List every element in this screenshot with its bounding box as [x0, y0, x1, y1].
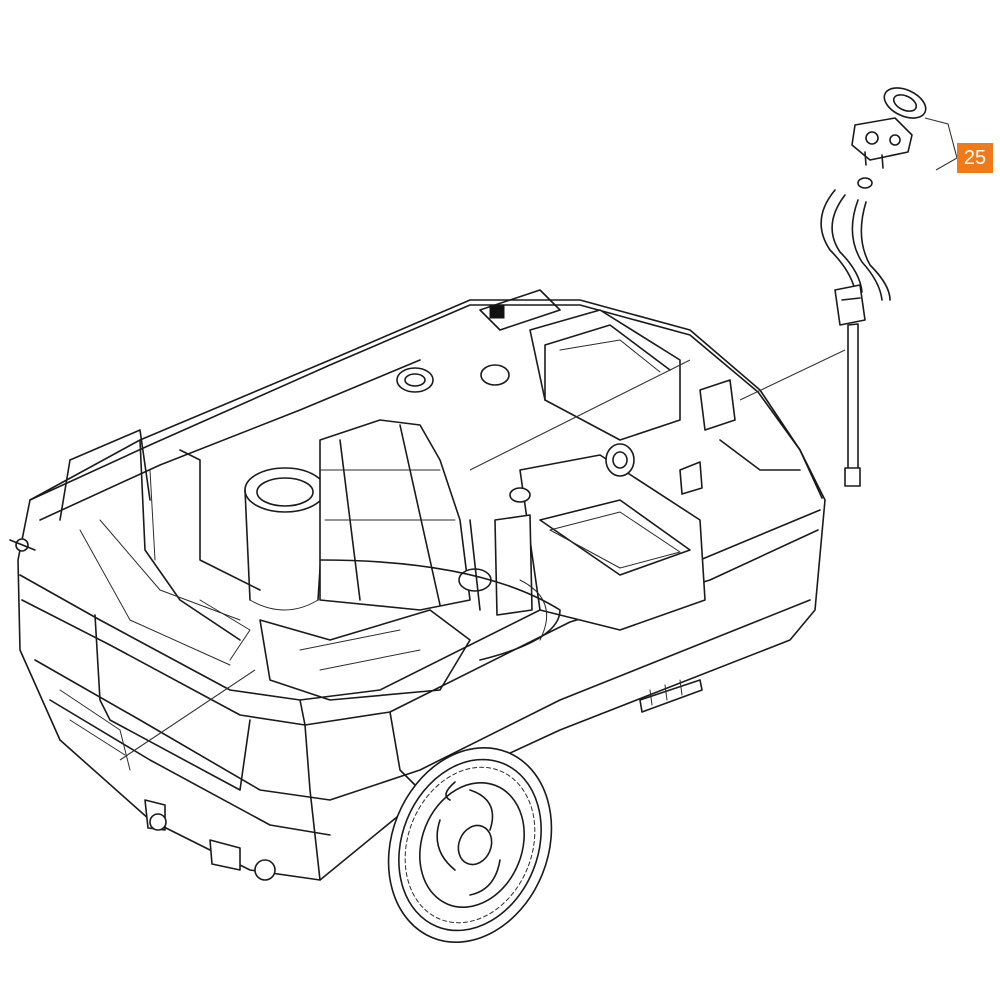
leader-lines	[119, 117, 958, 761]
part-callout-25[interactable]: 25	[957, 143, 993, 173]
wheel	[387, 746, 553, 944]
hose-and-valve-assembly	[820, 87, 927, 487]
housing-body	[9, 289, 826, 881]
